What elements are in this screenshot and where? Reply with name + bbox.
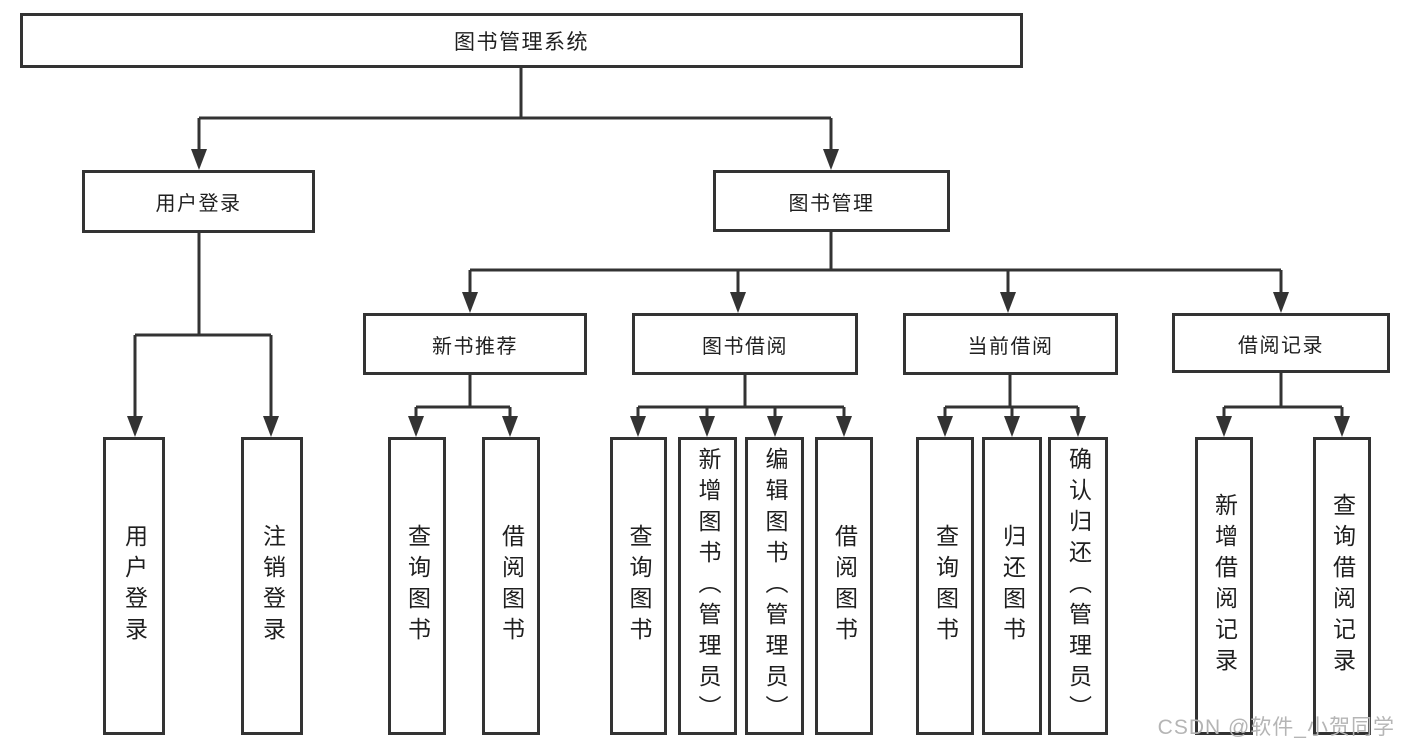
node-user-login: 用户登录 — [82, 170, 315, 233]
node-library-management-system: 图书管理系统 — [20, 13, 1023, 68]
watermark-text: CSDN @软件_小贺同学 — [1157, 716, 1395, 739]
leaf-query-borrow-record: 查询借阅记录 — [1313, 437, 1371, 735]
leaf-add-book-admin: 新增图书（管理员） — [678, 437, 737, 735]
node-book-borrow: 图书借阅 — [632, 313, 858, 375]
node-current-borrow: 当前借阅 — [903, 313, 1118, 375]
arrowheads — [127, 149, 1350, 437]
leaf-current-query-book: 查询图书 — [916, 437, 974, 735]
leaf-return-book: 归还图书 — [982, 437, 1042, 735]
node-new-book-recommend: 新书推荐 — [363, 313, 587, 375]
leaf-borrow-book: 借阅图书 — [815, 437, 873, 735]
leaf-user-login: 用户登录 — [103, 437, 165, 735]
node-borrow-records: 借阅记录 — [1172, 313, 1390, 373]
leaf-recommend-query-book: 查询图书 — [388, 437, 446, 735]
node-book-management: 图书管理 — [713, 170, 950, 232]
leaf-recommend-borrow-book: 借阅图书 — [482, 437, 540, 735]
leaf-add-borrow-record: 新增借阅记录 — [1195, 437, 1253, 735]
leaf-confirm-return-admin: 确认归还（管理员） — [1048, 437, 1108, 735]
leaf-edit-book-admin: 编辑图书（管理员） — [745, 437, 804, 735]
leaf-logout: 注销登录 — [241, 437, 303, 735]
leaf-borrow-query-book: 查询图书 — [610, 437, 667, 735]
